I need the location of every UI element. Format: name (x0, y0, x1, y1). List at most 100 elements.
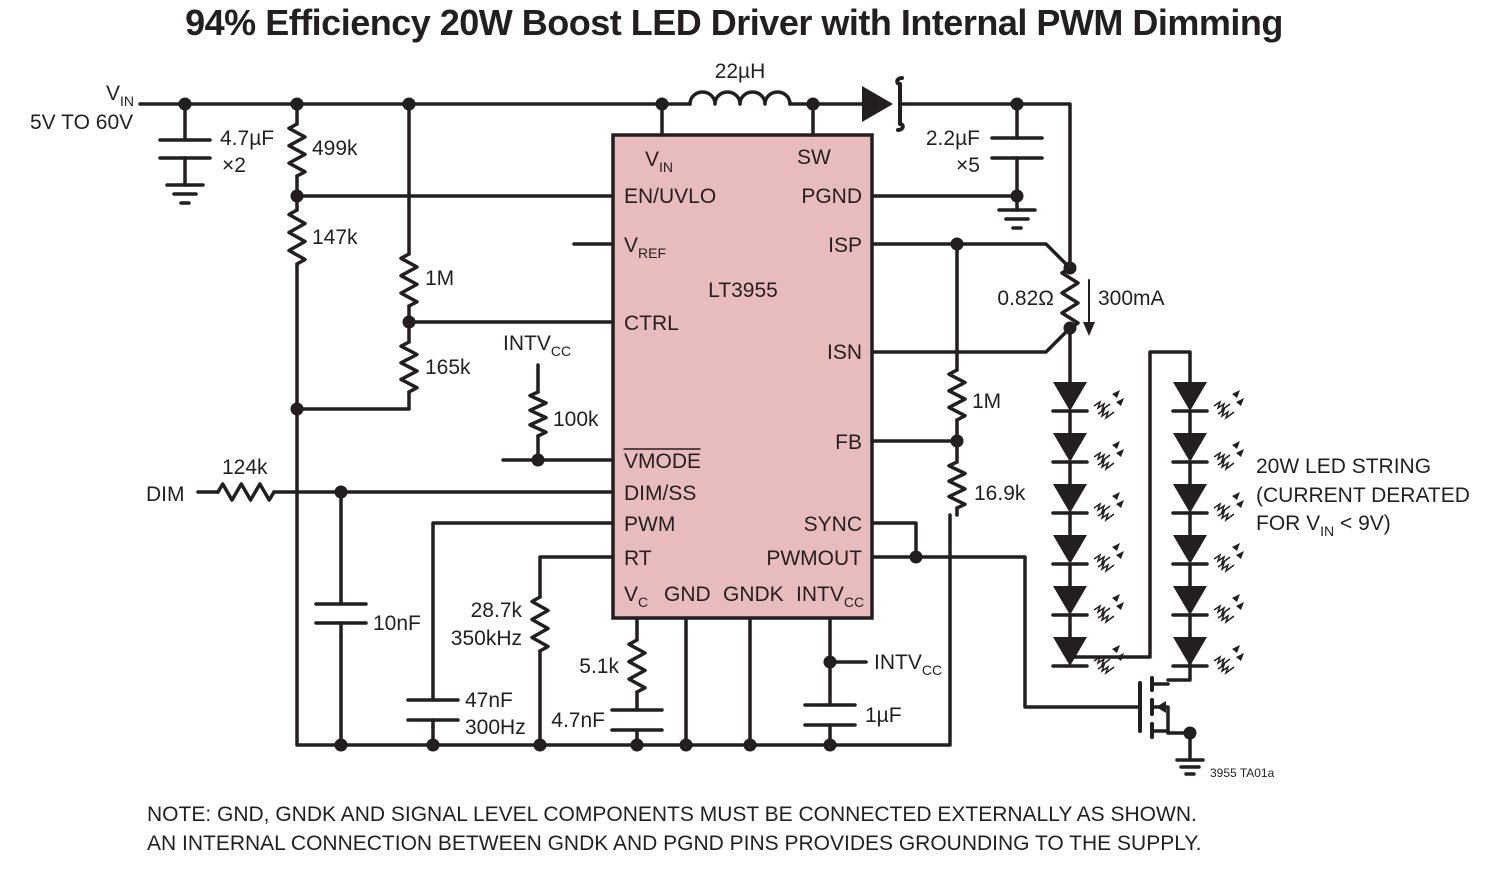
led-icon (1171, 382, 1209, 435)
schottky-diode-icon (862, 76, 905, 132)
label-intvcc2: INTVCC (874, 651, 942, 678)
light-emission-icon (1093, 441, 1124, 472)
ground-icon (165, 183, 205, 205)
light-emission-icon (1093, 594, 1124, 625)
label-4u7: 4.7µF (220, 127, 274, 150)
label-100k: 100k (553, 408, 599, 431)
label-1uf: 1µF (865, 704, 902, 727)
pin-isp: ISP (828, 234, 862, 257)
pin-dim-ss: DIM/SS (624, 482, 696, 505)
pin-vmode: VMODE (624, 450, 701, 473)
pin-intvcc: INTVCC (796, 583, 864, 610)
ground-icon (1175, 758, 1205, 776)
pin-vref: VREF (624, 234, 666, 261)
vin-range: 5V TO 60V (30, 111, 133, 134)
led-icon (1051, 484, 1089, 537)
led-string-line3: FOR VIN < 9V) (1256, 512, 1391, 539)
note-line-2: AN INTERNAL CONNECTION BETWEEN GNDK AND … (147, 832, 1202, 855)
pin-gndk: GNDK (723, 583, 784, 606)
resistor-icon (627, 638, 647, 694)
led-icon (1051, 586, 1089, 639)
label-124k: 124k (222, 456, 268, 479)
light-emission-icon (1093, 390, 1124, 421)
light-emission-icon (1093, 543, 1124, 574)
label-5k1: 5.1k (579, 655, 619, 678)
label-16k9: 16.9k (974, 482, 1026, 505)
pin-rt: RT (624, 547, 652, 570)
pin-ctrl: CTRL (624, 312, 679, 335)
label-165k: 165k (425, 356, 471, 379)
label-4u7-mult: ×2 (222, 154, 246, 177)
led-icon (1171, 433, 1209, 486)
capacitor-icon (406, 698, 460, 729)
note-line-1: NOTE: GND, GNDK AND SIGNAL LEVEL COMPONE… (147, 803, 1197, 826)
junction-dots (178, 97, 1197, 752)
light-emission-icon (1093, 492, 1124, 523)
component-labels: VIN 5V TO 60V 22µH 4.7µF ×2 499k 147k 1M… (30, 60, 1470, 780)
label-300ma: 300mA (1098, 287, 1165, 310)
resistor-icon (287, 122, 307, 178)
resistor-icon (947, 460, 967, 510)
resistor-icon (216, 482, 276, 502)
capacitor-icon (610, 708, 664, 732)
vin-label: VIN (106, 82, 134, 109)
led-icon (1171, 637, 1209, 668)
resistor-icon (287, 208, 307, 266)
resistor-icon (530, 595, 550, 653)
label-rsense: 0.82Ω (997, 287, 1054, 310)
led-icon (1171, 484, 1209, 537)
ground-icon (997, 208, 1037, 230)
label-147k: 147k (312, 226, 358, 249)
capacitor-icon (803, 703, 857, 727)
light-emission-icon (1213, 390, 1244, 421)
label-1m-ctrl: 1M (425, 267, 454, 290)
resistor-icon (399, 340, 419, 394)
led-strings (1051, 382, 1244, 676)
pin-vc: VC (624, 583, 648, 610)
light-emission-icon (1213, 645, 1244, 676)
led-icon (1051, 535, 1089, 588)
led-icon (1171, 586, 1209, 639)
light-emission-icon (1213, 594, 1244, 625)
light-emission-icon (1213, 441, 1244, 472)
led-string-line1: 20W LED STRING (1256, 455, 1431, 478)
resistor-icon (399, 252, 419, 308)
current-arrow (1083, 279, 1095, 336)
resistor-icon (528, 390, 548, 438)
capacitor-icon (990, 136, 1044, 160)
label-1m-fb: 1M (972, 390, 1001, 413)
light-emission-icon (1213, 492, 1244, 523)
label-dim: DIM (146, 483, 185, 506)
label-22uh: 22µH (715, 60, 766, 83)
pin-en-uvlo: EN/UVLO (624, 185, 716, 208)
resistor-icon (947, 368, 967, 422)
pin-pwmout: PWMOUT (766, 547, 862, 570)
led-string-line2: (CURRENT DERATED (1256, 484, 1470, 507)
label-28k7: 28.7k (471, 599, 523, 622)
resistor-icon (1060, 266, 1080, 330)
inductor-icon (688, 90, 792, 106)
light-emission-icon (1213, 543, 1244, 574)
led-icon (1051, 382, 1089, 435)
figure-id: 3955 TA01a (1210, 766, 1275, 780)
light-emission-icon (1093, 645, 1124, 676)
capacitor-icon (158, 138, 212, 160)
label-2u2-mult: ×5 (956, 154, 980, 177)
led-icon (1171, 535, 1209, 588)
label-350khz: 350kHz (451, 627, 522, 650)
label-47nf: 47nF (465, 689, 513, 712)
nmos-transistor-icon (1138, 676, 1170, 739)
led-icon (1051, 433, 1089, 486)
pin-sync: SYNC (804, 513, 862, 536)
ic-lt3955-body (611, 133, 874, 620)
pin-pgnd: PGND (801, 185, 862, 208)
label-300hz: 300Hz (465, 716, 526, 739)
pin-gnd: GND (664, 583, 711, 606)
pin-vin: VIN (645, 148, 673, 175)
pin-fb: FB (835, 431, 862, 454)
label-4n7: 4.7nF (551, 709, 605, 732)
label-499k: 499k (312, 137, 358, 160)
label-intvcc: INTVCC (503, 332, 571, 359)
pin-pwm: PWM (624, 513, 675, 536)
